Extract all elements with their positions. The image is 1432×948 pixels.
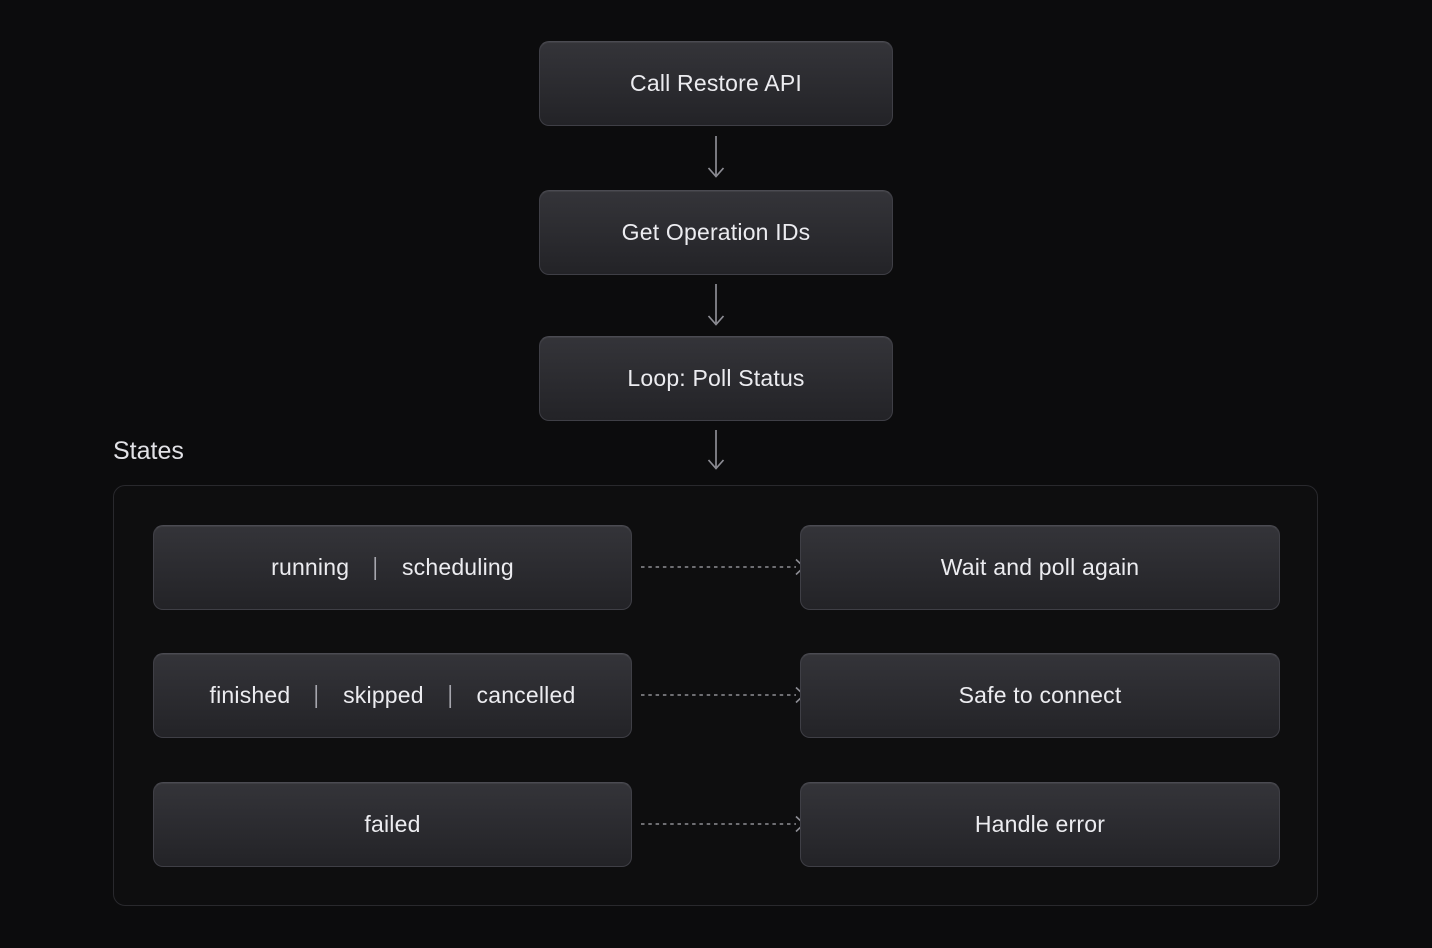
state-label: running	[271, 554, 350, 580]
action-label: Handle error	[974, 811, 1106, 837]
state-label: failed	[364, 811, 421, 837]
separator: |	[372, 553, 379, 581]
state-label: skipped	[343, 682, 424, 708]
separator: |	[314, 681, 320, 709]
flow-node-call-restore-api: Call Restore API	[539, 41, 893, 126]
down-arrow-icon	[707, 430, 725, 470]
states-section-title: States	[113, 437, 184, 465]
down-arrow-icon	[707, 284, 725, 326]
dashed-right-arrow-icon	[641, 558, 806, 576]
state-label: finished	[209, 682, 291, 708]
state-box-failed: failed	[153, 782, 632, 867]
action-box-wait-and-poll-again: Wait and poll again	[800, 525, 1280, 610]
state-box-finished-skipped-cancelled: finished | skipped | cancelled	[153, 653, 632, 738]
action-label: Safe to connect	[958, 682, 1122, 708]
states-container: running | scheduling Wait and poll again…	[113, 485, 1318, 906]
action-label: Wait and poll again	[940, 554, 1140, 580]
flow-node-loop-poll-status: Loop: Poll Status	[539, 336, 893, 421]
state-label: scheduling	[401, 554, 514, 580]
state-label: cancelled	[476, 682, 576, 708]
flow-node-label: Get Operation IDs	[621, 219, 811, 245]
flow-node-label: Call Restore API	[630, 70, 802, 96]
down-arrow-icon	[707, 136, 725, 178]
flow-node-get-operation-ids: Get Operation IDs	[539, 190, 893, 275]
dashed-right-arrow-icon	[641, 686, 806, 704]
action-box-safe-to-connect: Safe to connect	[800, 653, 1280, 738]
state-box-running-scheduling: running | scheduling	[153, 525, 632, 610]
dashed-right-arrow-icon	[641, 815, 806, 833]
action-box-handle-error: Handle error	[800, 782, 1280, 867]
flow-node-label: Loop: Poll Status	[627, 365, 805, 391]
separator: |	[447, 681, 453, 709]
